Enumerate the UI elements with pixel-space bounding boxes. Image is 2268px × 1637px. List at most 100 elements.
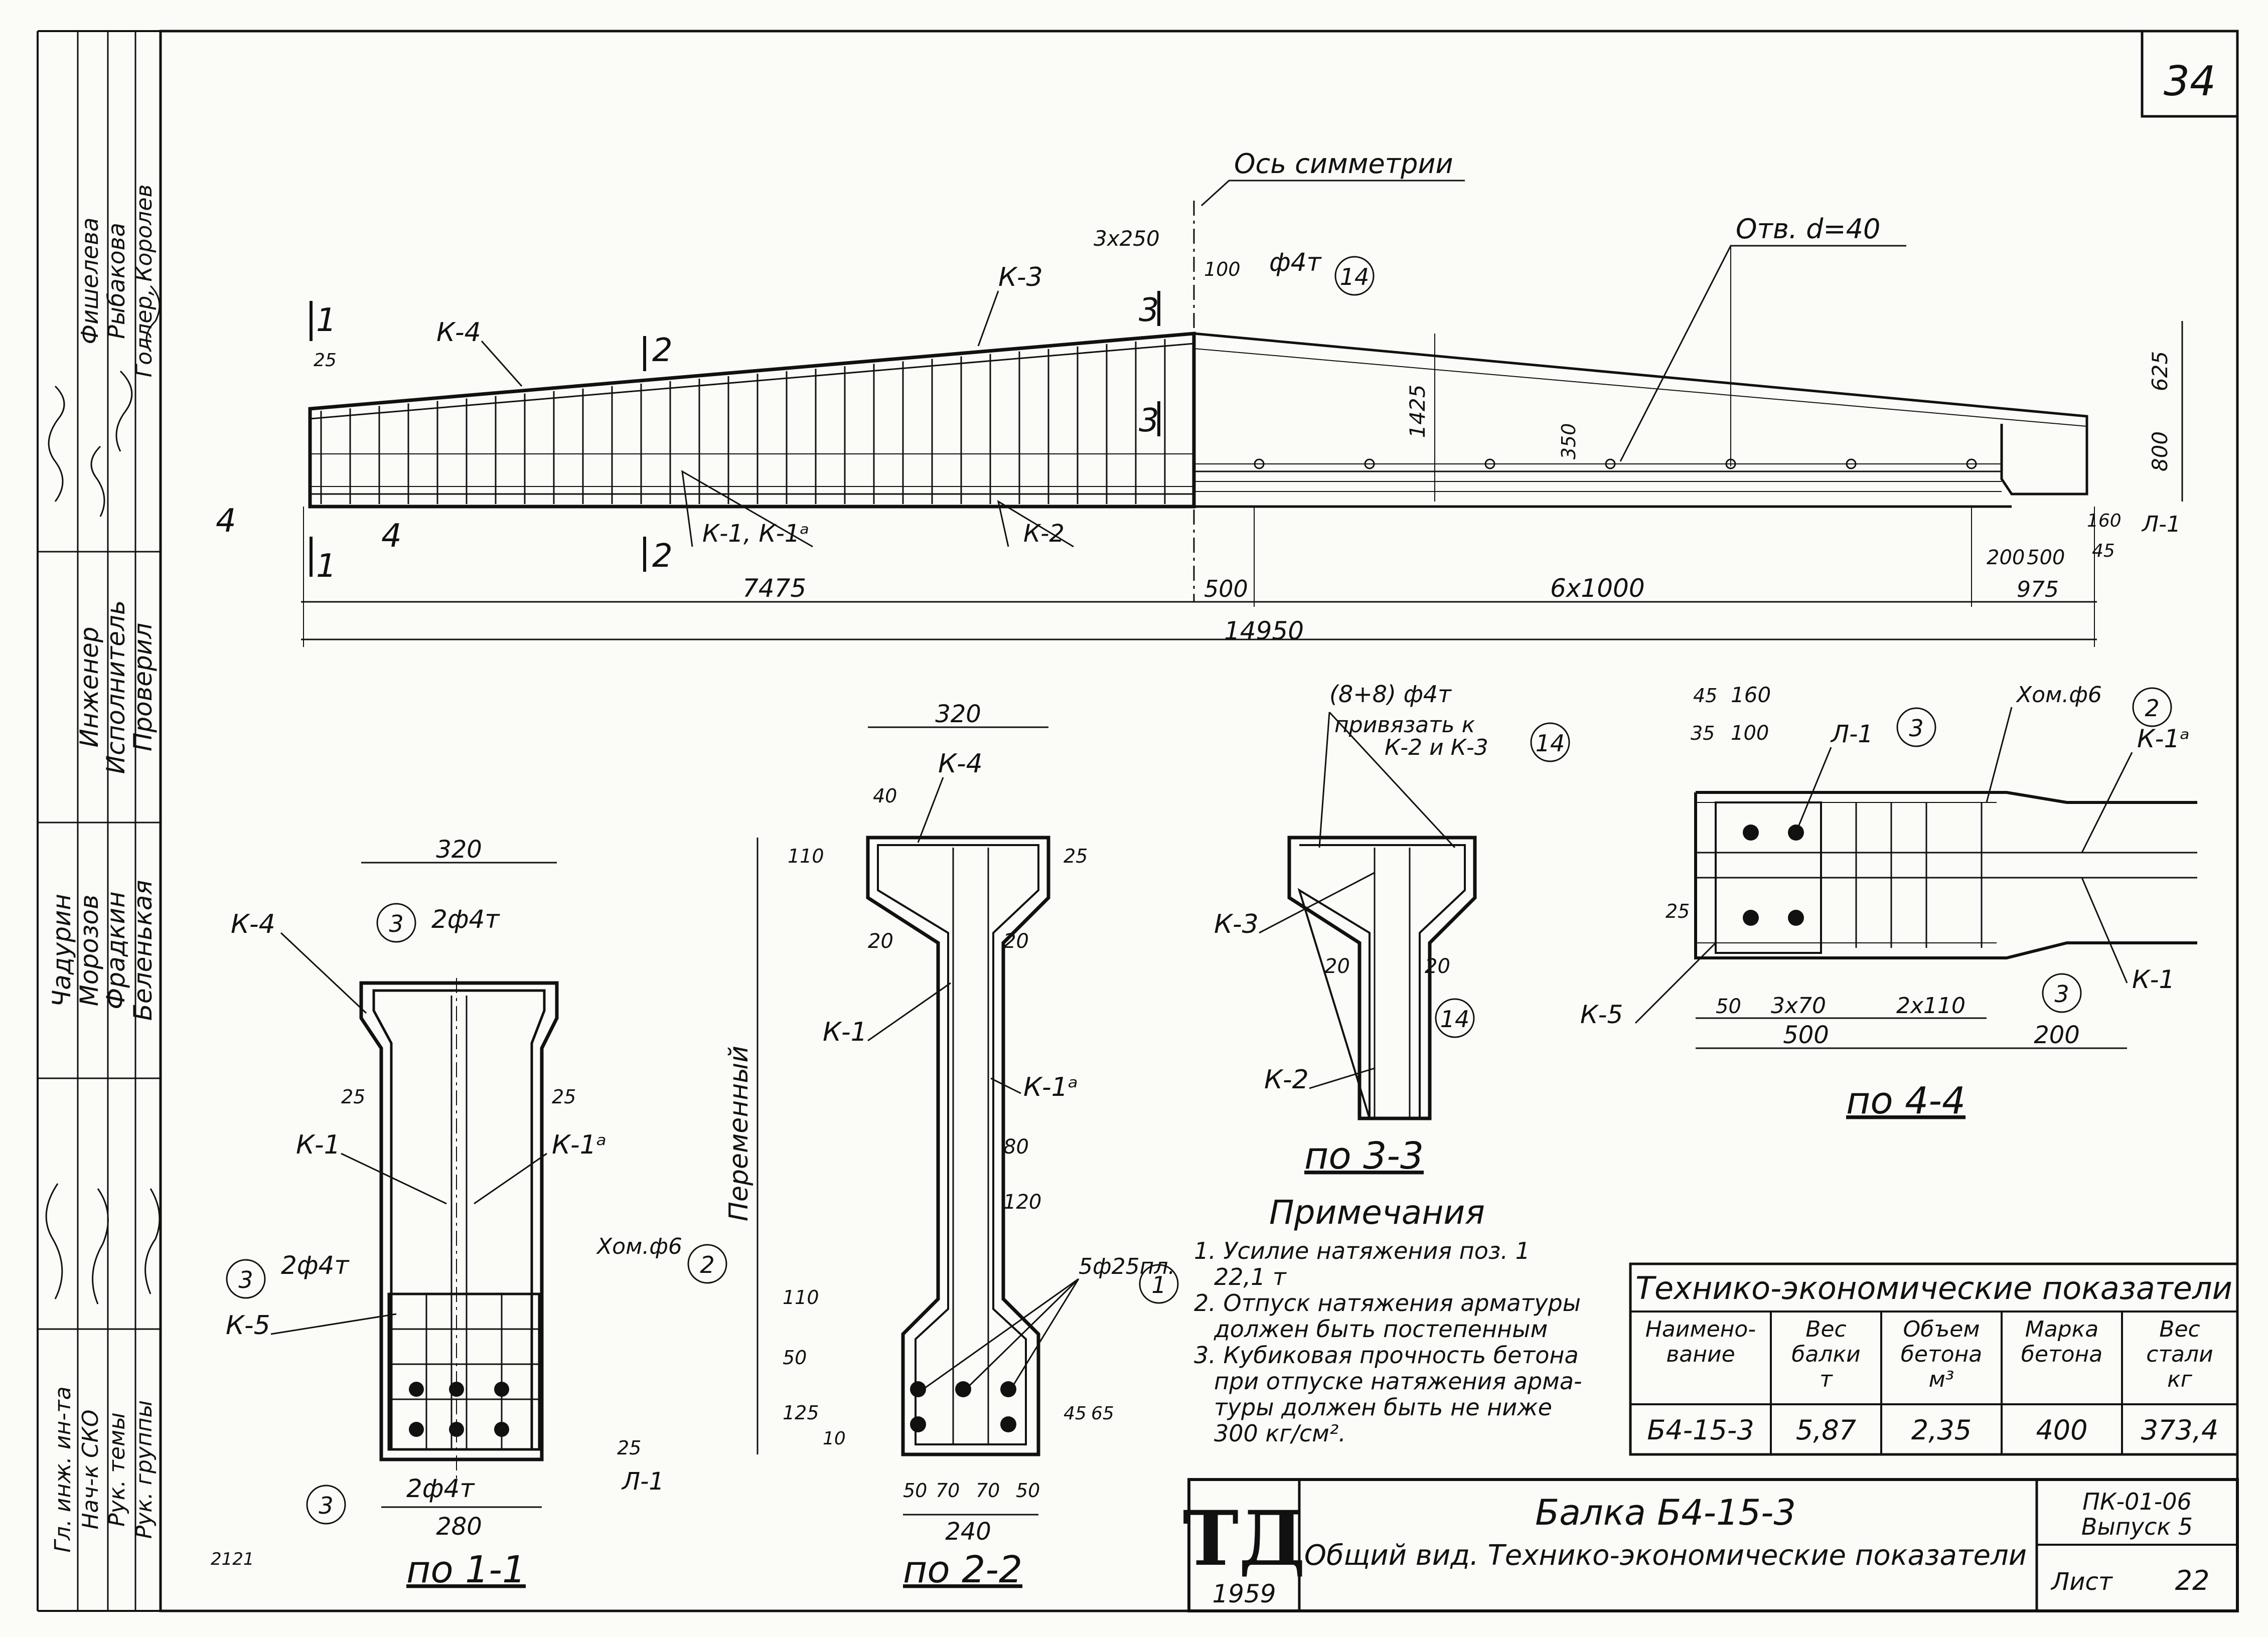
table-cell: Б4-15-3	[1647, 1414, 1754, 1446]
sec2-d120: 120	[1003, 1191, 1041, 1214]
table-header-cell: вание	[1666, 1342, 1735, 1367]
elevation-stirrups	[320, 339, 1166, 504]
sec3-pos14a: 14	[1536, 730, 1565, 757]
dim-800: 800	[2148, 431, 2172, 471]
table-header-cell: бетона	[1901, 1342, 1983, 1367]
elev-step: 3х250	[1094, 226, 1160, 251]
sec4-d50: 50	[1716, 995, 1741, 1018]
sec2-w240: 240	[945, 1518, 991, 1546]
sec1-k1: К-1	[296, 1130, 341, 1160]
sec2-d25: 25	[1064, 845, 1088, 867]
sec2-title: по 2-2	[903, 1548, 1022, 1591]
year: 1959	[1212, 1579, 1276, 1608]
sheet-number: 22	[2175, 1565, 2210, 1596]
sig-mid-0: Чадурин	[47, 894, 76, 1007]
sig-bottom-2: Рук. темы	[104, 1412, 130, 1527]
signature-scribble-4	[90, 445, 105, 517]
table-header-cell: м³	[1929, 1367, 1954, 1392]
table-cell: 400	[2036, 1414, 2087, 1446]
sec4-d100: 100	[1731, 722, 1769, 745]
sec2-variable: Переменный	[724, 1046, 754, 1221]
section-1-1: 320 280 по 1-1 К-4 3 2ф4т К-1 К-1ᵃ 3 2ф4…	[226, 836, 727, 1591]
table-header-cell: стали	[2146, 1342, 2213, 1367]
sec4-title: по 4-4	[1846, 1079, 1965, 1122]
elev-pos14: 14	[1340, 263, 1370, 290]
elev-k3: К-3	[998, 262, 1043, 292]
sec4-d2x110: 2х110	[1896, 993, 1965, 1019]
table-headers: Наимено-ваниеВесбалкитОбъембетонам³Марка…	[1645, 1317, 2213, 1392]
notes-lines: 1. Усилие натяжения поз. 122,1 т2. Отпус…	[1194, 1237, 1582, 1447]
table-header-cell: кг	[2167, 1367, 2193, 1392]
sec4-d25: 25	[1666, 900, 1690, 922]
axis-label: Ось симметрии	[1234, 148, 1453, 180]
sec1-c25a: 25	[341, 1086, 365, 1108]
sec2-d80: 80	[1003, 1135, 1029, 1159]
note-line: туры должен быть не ниже	[1214, 1394, 1552, 1421]
notes-block: Примечания 1. Усилие натяжения поз. 122,…	[1194, 1193, 1582, 1447]
sig-role-1: Исполнитель	[101, 600, 130, 774]
table-cell: 2,35	[1911, 1414, 1972, 1446]
table-header-cell: Наимено-	[1645, 1317, 1756, 1342]
elev-sec1-bot: 1	[316, 548, 337, 585]
hole-label: Отв. d=40	[1736, 213, 1880, 245]
table-title: Технико-экономические показатели	[1635, 1270, 2232, 1306]
sig-mid-2: Фрадкин	[101, 891, 130, 1009]
stamp-number: 2121	[211, 1549, 254, 1569]
sig-top-0: Фишелева	[76, 218, 103, 345]
table-header-cell: т	[1820, 1367, 1833, 1392]
dim-14950: 14950	[1224, 616, 1304, 645]
note-line: 300 кг/см².	[1214, 1420, 1346, 1447]
sig-bottom-3: Рук. группы	[131, 1400, 157, 1539]
sec2-d125: 125	[783, 1402, 819, 1424]
note-line: 3. Кубиковая прочность бетона	[1194, 1342, 1579, 1369]
sec1-c25c: 25	[617, 1437, 641, 1459]
sec2-k1: К-1	[823, 1017, 867, 1047]
dim-625: 625	[2148, 351, 2172, 391]
sec2-b50a: 50	[903, 1480, 927, 1502]
sec2-k4: К-4	[938, 749, 983, 779]
sec1-pos2: 2	[700, 1251, 714, 1278]
sec4-d45: 45	[1693, 685, 1717, 707]
signature-strip: Фишелева Рыбакова Голлер, Королев Инжене…	[38, 31, 161, 1611]
sec1-title: по 1-1	[406, 1548, 526, 1591]
sec2-d20b: 20	[1003, 930, 1029, 953]
sec4-d3x70: 3х70	[1771, 993, 1826, 1019]
series-issue: Выпуск 5	[2081, 1513, 2193, 1540]
table-cell: 373,4	[2141, 1414, 2219, 1446]
elev-k1: К-1, К-1ᵃ	[702, 520, 809, 548]
sec2-strands: 5ф25пл.	[1079, 1254, 1175, 1279]
sec4-k5: К-5	[1580, 1000, 1623, 1029]
note-line: должен быть постепенным	[1214, 1316, 1548, 1343]
sec4-l1: Л-1	[1830, 720, 1873, 748]
note-line: 22,1 т	[1214, 1263, 1287, 1290]
sec4-k1a: К-1ᵃ	[2137, 724, 2190, 753]
sec3-pos14b: 14	[1440, 1006, 1470, 1033]
sig-top-1: Рыбакова	[103, 223, 130, 339]
note-line: 2. Отпуск натяжения арматуры	[1194, 1289, 1581, 1317]
dim-350: 350	[1558, 423, 1580, 460]
elev-sec1-top: 1	[316, 302, 337, 339]
sig-mid-1: Морозов	[75, 895, 104, 1007]
page-number: 34	[2164, 58, 2216, 105]
sec1-bars-bot: 2ф4т	[406, 1474, 475, 1503]
sec4-k1: К-1	[2132, 965, 2175, 994]
section-2-2: 320 240 по 2-2 К-4 К-1 К-1ᵃ Переменный 5…	[724, 700, 1179, 1591]
sec2-b70b: 70	[976, 1480, 1000, 1502]
sec3-note: (8+8) ф4т	[1329, 681, 1452, 708]
signature-scribble-3	[145, 285, 161, 352]
sig-role-0: Инженер	[75, 626, 104, 747]
sec4-stirrup: Хом.ф6	[2016, 682, 2102, 708]
title-block: ТД 1959 Балка Б4-15-3 Общий вид. Технико…	[211, 1478, 2239, 1612]
sec4-d500: 500	[1783, 1021, 1829, 1049]
signature-scribble-7	[144, 1188, 161, 1294]
signature-scribble-6	[92, 1188, 109, 1304]
elev-sec2-bot: 2	[652, 538, 673, 575]
sec1-l1: Л-1	[621, 1467, 664, 1496]
sec1-bars-mid: 2ф4т	[281, 1251, 350, 1280]
dim-7475: 7475	[742, 574, 806, 603]
elev-k4: К-4	[436, 317, 481, 348]
sec2-d110b: 110	[783, 1286, 819, 1308]
dim-500: 500	[1204, 575, 1248, 602]
dim-100: 100	[1204, 258, 1241, 280]
